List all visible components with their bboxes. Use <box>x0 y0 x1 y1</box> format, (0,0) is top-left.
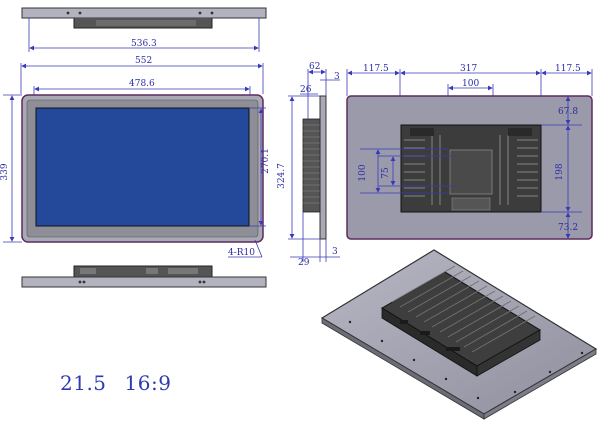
bottom-view <box>21 265 267 288</box>
dim-screen-width: 478.6 <box>129 79 155 89</box>
rear-view: 117.5 317 117.5 100 75 <box>346 64 593 240</box>
dim-vesa-75-v: 75 <box>381 167 391 179</box>
dim-rear-center: 317 <box>460 64 477 74</box>
dim-vesa-100-v: 100 <box>358 164 368 181</box>
dim-rear-right: 117.5 <box>555 64 581 74</box>
dim-side-flange-bottom: 3 <box>332 247 338 257</box>
caption-ratio: 16:9 <box>124 371 172 395</box>
dim-top-width: 536.3 <box>131 39 157 49</box>
side-view: 62 3 26 324.7 29 3 <box>277 62 340 268</box>
dim-outer-height: 339 <box>0 163 10 180</box>
top-view: 536.3 <box>21 7 267 52</box>
dim-outer-width: 552 <box>135 56 152 66</box>
dim-side-offset: 26 <box>300 85 312 95</box>
dim-rear-top-offset: 67.8 <box>558 107 578 117</box>
dim-rear-center-height: 198 <box>555 163 565 180</box>
dim-corner-radius: 4-R10 <box>228 248 255 258</box>
front-view: 552 478.6 339 270.1 4-R10 <box>0 56 271 258</box>
dim-rear-left: 117.5 <box>363 64 389 74</box>
dim-vesa-100-h: 100 <box>462 79 479 89</box>
dim-side-flange-top: 3 <box>334 72 340 82</box>
isometric-view <box>320 249 598 420</box>
product-caption: 21.5 16:9 <box>60 371 189 395</box>
dim-screen-height: 270.1 <box>261 148 271 174</box>
dim-rear-bottom-offset: 73.2 <box>558 223 578 233</box>
caption-size: 21.5 <box>60 371 107 395</box>
dim-side-depth-top: 62 <box>309 62 320 72</box>
dim-side-height: 324.7 <box>277 163 287 189</box>
dim-side-depth-bottom: 29 <box>298 258 310 268</box>
